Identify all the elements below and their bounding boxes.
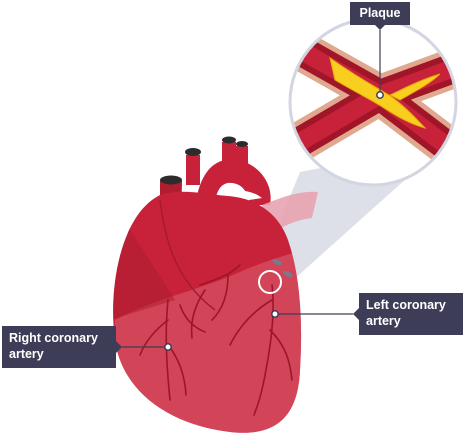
magnified-artery <box>288 17 458 187</box>
aortic-branch-2 <box>222 142 236 175</box>
coronary-vessels <box>139 264 293 416</box>
right-coronary-artery-label: Right coronary artery <box>2 326 116 368</box>
aortic-branch-3 <box>236 146 248 178</box>
plaque-pointer-dot <box>376 91 384 99</box>
leader-lines <box>122 30 381 348</box>
left-coronary-artery-label: Left coronary artery <box>359 293 463 335</box>
aortic-branch-1 <box>186 155 200 185</box>
zoom-target-ring <box>258 270 282 294</box>
vessel-orifice-1 <box>272 258 282 266</box>
vessel-orifice-2 <box>283 270 293 278</box>
left-coronary-label-pointer <box>353 308 359 320</box>
right-coronary-label-pointer <box>116 341 122 353</box>
ventricle-shade <box>113 250 302 433</box>
plaque-label-pointer <box>374 24 386 30</box>
plaque-label: Plaque <box>350 2 410 25</box>
septum-line <box>159 199 216 311</box>
left-coronary-dot <box>271 310 279 318</box>
right-coronary-dot <box>164 343 172 351</box>
